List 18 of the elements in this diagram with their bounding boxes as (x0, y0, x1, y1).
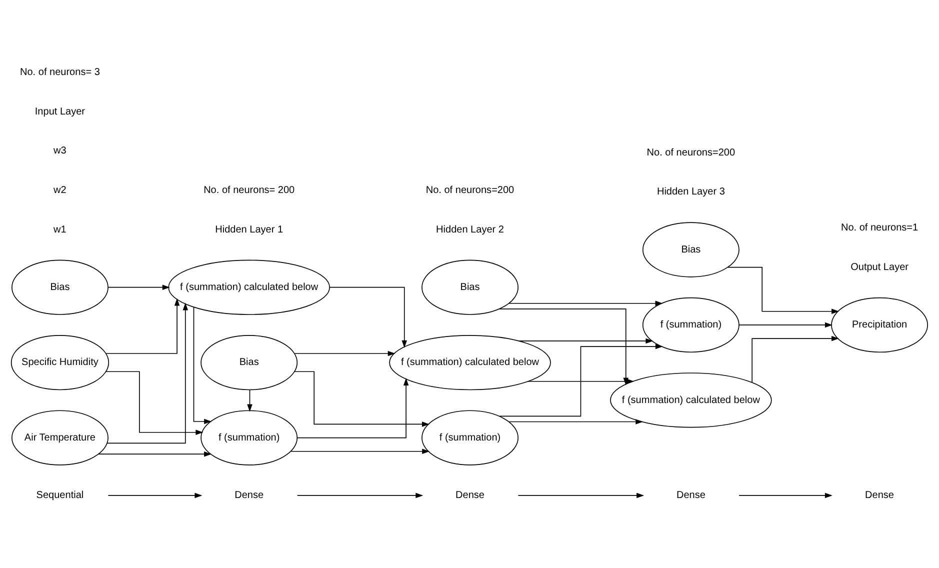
label: w2 (54, 184, 66, 196)
label: w3 (54, 146, 66, 157)
node-text: Sequential (36, 490, 84, 502)
node-text: Dense (456, 490, 484, 502)
label: No. of neurons=200 (646, 147, 736, 158)
label: Hidden Layer 3 (656, 186, 725, 198)
label: No. of neurons= 200 (204, 184, 295, 196)
label: Input Layer (34, 106, 86, 118)
label: No. of neurons= 3 (20, 67, 100, 78)
node-text: Dense (234, 490, 264, 502)
label: w1 (54, 224, 66, 236)
node-text: Dense (865, 490, 894, 502)
label: No. of neurons=1 (840, 222, 918, 234)
label: Output Layer (850, 262, 908, 273)
label: Hidden Layer 2 (436, 224, 504, 236)
label: No. of neurons=200 (426, 184, 514, 196)
label: Hidden Layer 1 (215, 224, 284, 236)
node-text: Dense (676, 490, 706, 502)
